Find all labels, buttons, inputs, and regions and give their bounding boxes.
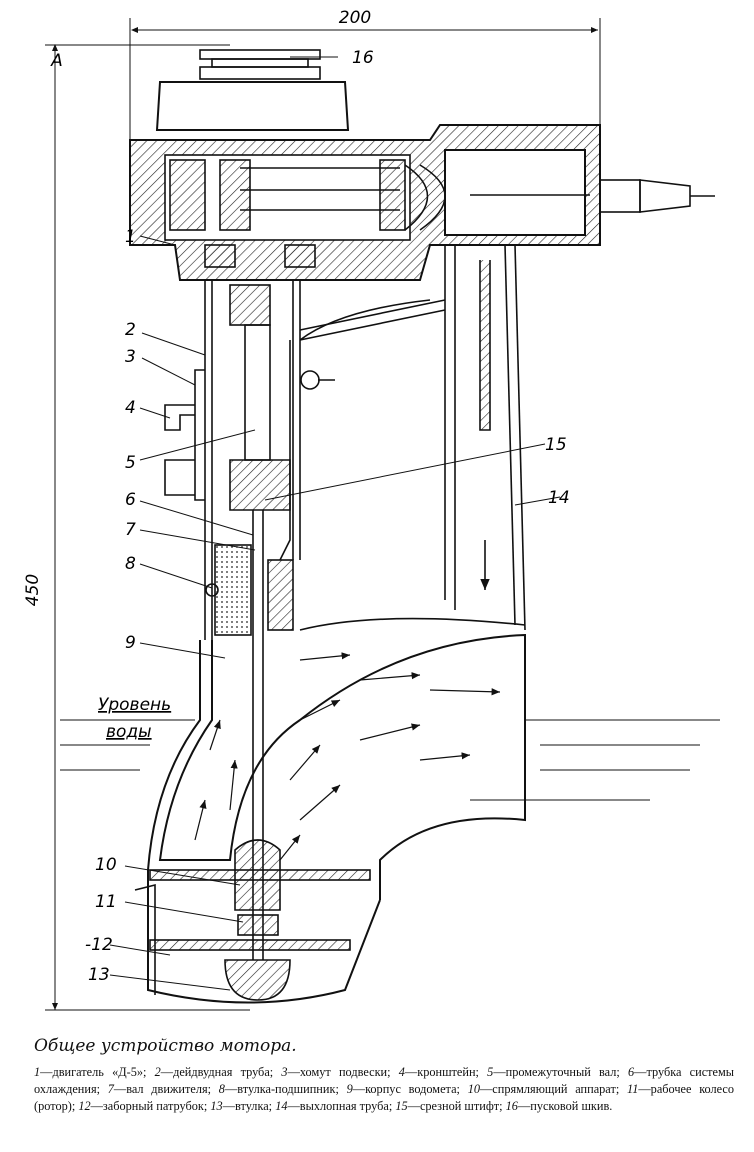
legend-item-number: 15: [395, 1099, 408, 1113]
callout-12: -12: [85, 935, 113, 955]
legend-item-text: —заборный патрубок;: [90, 1099, 208, 1113]
exhaust-pipe: [444, 244, 526, 631]
caption-title: Общее устройство мотора.: [34, 1036, 297, 1056]
callout-2: 2: [125, 320, 136, 340]
legend-item-number: 2: [154, 1065, 161, 1079]
legend-item-number: 16: [505, 1099, 518, 1113]
legend-item-number: 3: [281, 1065, 288, 1079]
legend-item-text: —дейдвудная труба;: [160, 1065, 274, 1079]
legend-item-number: 10: [467, 1082, 480, 1096]
legend-item: 3—хомут подвески;: [281, 1065, 390, 1079]
rotor: [237, 914, 279, 936]
callout-4: 4: [125, 398, 136, 418]
legend-item: 10—спрямляющий аппарат;: [468, 1082, 620, 1096]
legend-item: 16—пусковой шкив.: [506, 1099, 613, 1113]
spark-plug: [599, 179, 715, 213]
bracket: [164, 369, 205, 501]
callout-8: 8: [125, 554, 136, 574]
legend-item-text: —хомут подвески;: [287, 1065, 391, 1079]
callout-6: 6: [125, 490, 136, 510]
callout-16: 16: [352, 48, 374, 68]
legend-item: 2—дейдвудная труба;: [155, 1065, 274, 1079]
callout-9: 9: [125, 633, 136, 653]
legend-item-text: —корпус водомета;: [352, 1082, 460, 1096]
callout-5: 5: [125, 453, 136, 473]
legend-item-number: 4: [398, 1065, 405, 1079]
legend-item-text: —рабочее колесо (ротор);: [34, 1082, 735, 1113]
stator: [234, 839, 281, 911]
stern-tube: [204, 280, 301, 640]
legend-item: 4—кронштейн;: [399, 1065, 479, 1079]
motor-diagram: 200 450 A 16 1 2 3 4 5 6 7 8 9 15 14 10 …: [23, 8, 720, 1011]
legend-item-number: 1: [34, 1065, 41, 1079]
water-level-line1: Уровень: [98, 695, 171, 715]
callout-10: 10: [95, 855, 117, 875]
callout-1: 1: [125, 227, 136, 247]
starter-pulley: [199, 49, 321, 80]
legend-item: 14—выхлопная труба;: [275, 1099, 392, 1113]
legend-item-text: —выхлопная труба;: [287, 1099, 393, 1113]
water-level-line2: воды: [106, 722, 152, 742]
legend-item-text: —срезной штифт;: [407, 1099, 503, 1113]
bearing-bushing: [214, 544, 252, 636]
flow-arrows: [194, 652, 501, 861]
legend-item-text: —втулка;: [222, 1099, 273, 1113]
legend-item-number: 13: [210, 1099, 223, 1113]
width-dimension-label: 200: [339, 8, 371, 28]
callout-14: 14: [548, 488, 570, 508]
legend-item: 13—втулка;: [210, 1099, 272, 1113]
legend-item-text: —кронштейн;: [404, 1065, 479, 1079]
callout-15: 15: [545, 435, 567, 455]
legend-item-text: —трубка системы охлаждения;: [34, 1065, 735, 1096]
legend-item: 7—вал движителя;: [108, 1082, 211, 1096]
legend-item: 8—втулка-подшипник;: [219, 1082, 339, 1096]
legend-item: 12—заборный патрубок;: [78, 1099, 207, 1113]
legend-item-text: —втулка-подшипник;: [224, 1082, 339, 1096]
legend-item: 5—промежуточный вал;: [487, 1065, 620, 1079]
legend-item-number: 7: [107, 1082, 114, 1096]
callout-11: 11: [95, 892, 117, 912]
cooling-tube: [279, 340, 291, 561]
callout-3: 3: [125, 347, 136, 367]
legend-item: 11—рабочее колесо (ротор);: [34, 1082, 734, 1113]
legend-item-number: 14: [275, 1099, 288, 1113]
callout-7: 7: [125, 520, 136, 540]
legend-item-text: —пусковой шкив.: [517, 1099, 613, 1113]
legend-item-text: —промежуточный вал;: [493, 1065, 620, 1079]
intermediate-shaft: [244, 324, 271, 461]
legend-item-number: 11: [626, 1082, 639, 1096]
legend-item-number: 12: [78, 1099, 91, 1113]
legend-item: 15—срезной штифт;: [395, 1099, 502, 1113]
legend-item: 9—корпус водомета;: [347, 1082, 460, 1096]
legend-item: 6—трубка системы охлаждения;: [34, 1065, 734, 1096]
legend-item-text: —спрямляющий аппарат;: [479, 1082, 620, 1096]
height-dimension: [45, 44, 250, 1011]
height-dimension-label: 450: [23, 574, 43, 606]
legend-item: 1—двигатель «Д-5»;: [34, 1065, 146, 1079]
hub-bushing: [224, 959, 291, 1001]
water-level-lines: [60, 719, 720, 801]
callout-13: 13: [88, 965, 110, 985]
legend-item-number: 6: [628, 1065, 635, 1079]
legend: 1—двигатель «Д-5»; 2—дейдвудная труба; 3…: [34, 1064, 734, 1115]
legend-item-number: 5: [487, 1065, 494, 1079]
legend-item-text: —двигатель «Д-5»;: [40, 1065, 147, 1079]
section-mark: A: [50, 51, 63, 71]
legend-item-number: 8: [218, 1082, 225, 1096]
engine-block: [155, 81, 350, 131]
legend-item-text: —вал движителя;: [113, 1082, 212, 1096]
leader-lines: [109, 56, 561, 991]
jet-housing: [147, 617, 526, 900]
legend-item-number: 9: [346, 1082, 353, 1096]
